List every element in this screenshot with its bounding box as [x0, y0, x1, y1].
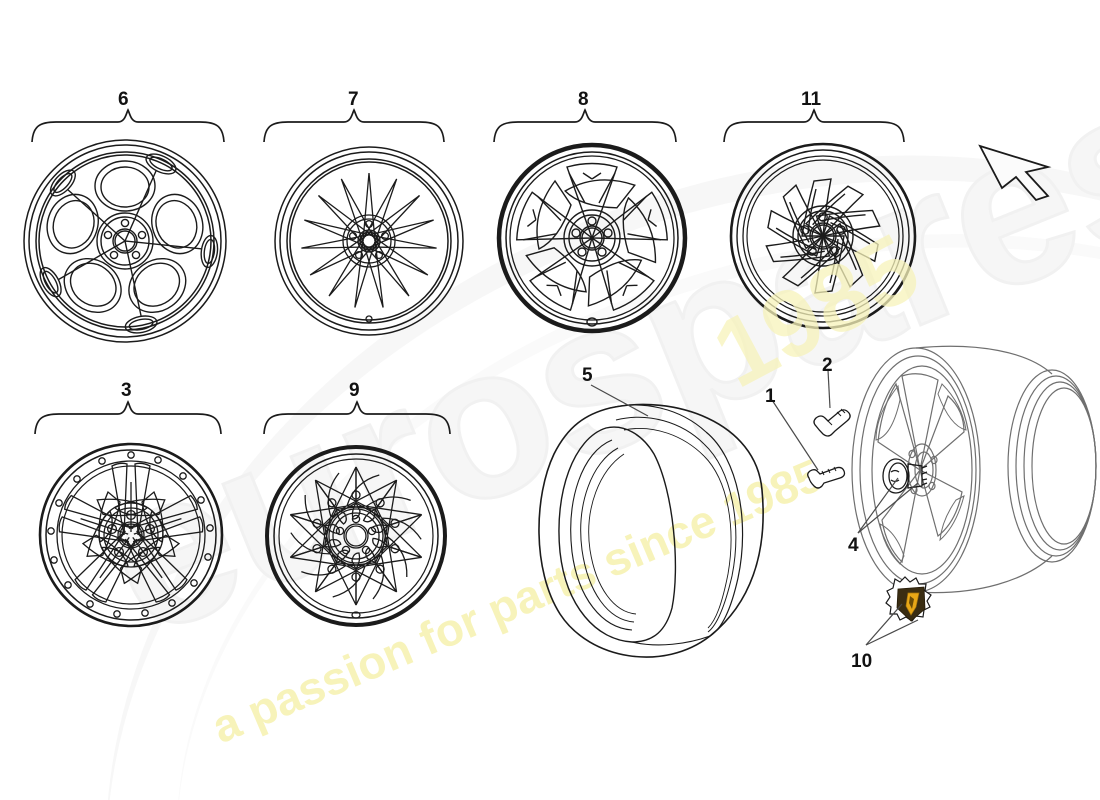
- callout-label-10: 10: [851, 651, 873, 672]
- callout-label-1: 1: [765, 386, 776, 407]
- mouse-pointer-arrow-icon: [978, 144, 1052, 202]
- callout-label-11: 11: [801, 89, 822, 110]
- part-wheel-11: [729, 142, 917, 330]
- brace-8: [493, 108, 677, 143]
- part-wheel-3: [38, 442, 224, 628]
- callout-label-4: 4: [848, 535, 859, 556]
- brace-7: [263, 108, 445, 143]
- callout-label-2: 2: [822, 355, 833, 376]
- part-wheel-8: [496, 142, 688, 334]
- callout-label-3: 3: [121, 380, 132, 401]
- brace-3: [34, 400, 222, 435]
- callout-label-9: 9: [349, 380, 360, 401]
- callout-label-8: 8: [578, 89, 589, 110]
- part-centre-cap-10: [885, 576, 932, 622]
- part-wheel-9: [265, 445, 447, 627]
- callout-label-7: 7: [348, 89, 359, 110]
- brace-9: [263, 400, 451, 435]
- part-valve-stem-1: [807, 466, 846, 489]
- callout-label-5: 5: [582, 365, 593, 386]
- part-valve-stem-2: [813, 408, 851, 437]
- brace-6: [31, 108, 225, 143]
- part-wheel-7: [274, 146, 464, 336]
- part-rim-assembly: [851, 345, 1097, 594]
- part-tyre-5: [538, 403, 764, 658]
- brace-11: [723, 108, 905, 143]
- part-wheel-6: [23, 139, 227, 343]
- callout-label-6: 6: [118, 89, 129, 110]
